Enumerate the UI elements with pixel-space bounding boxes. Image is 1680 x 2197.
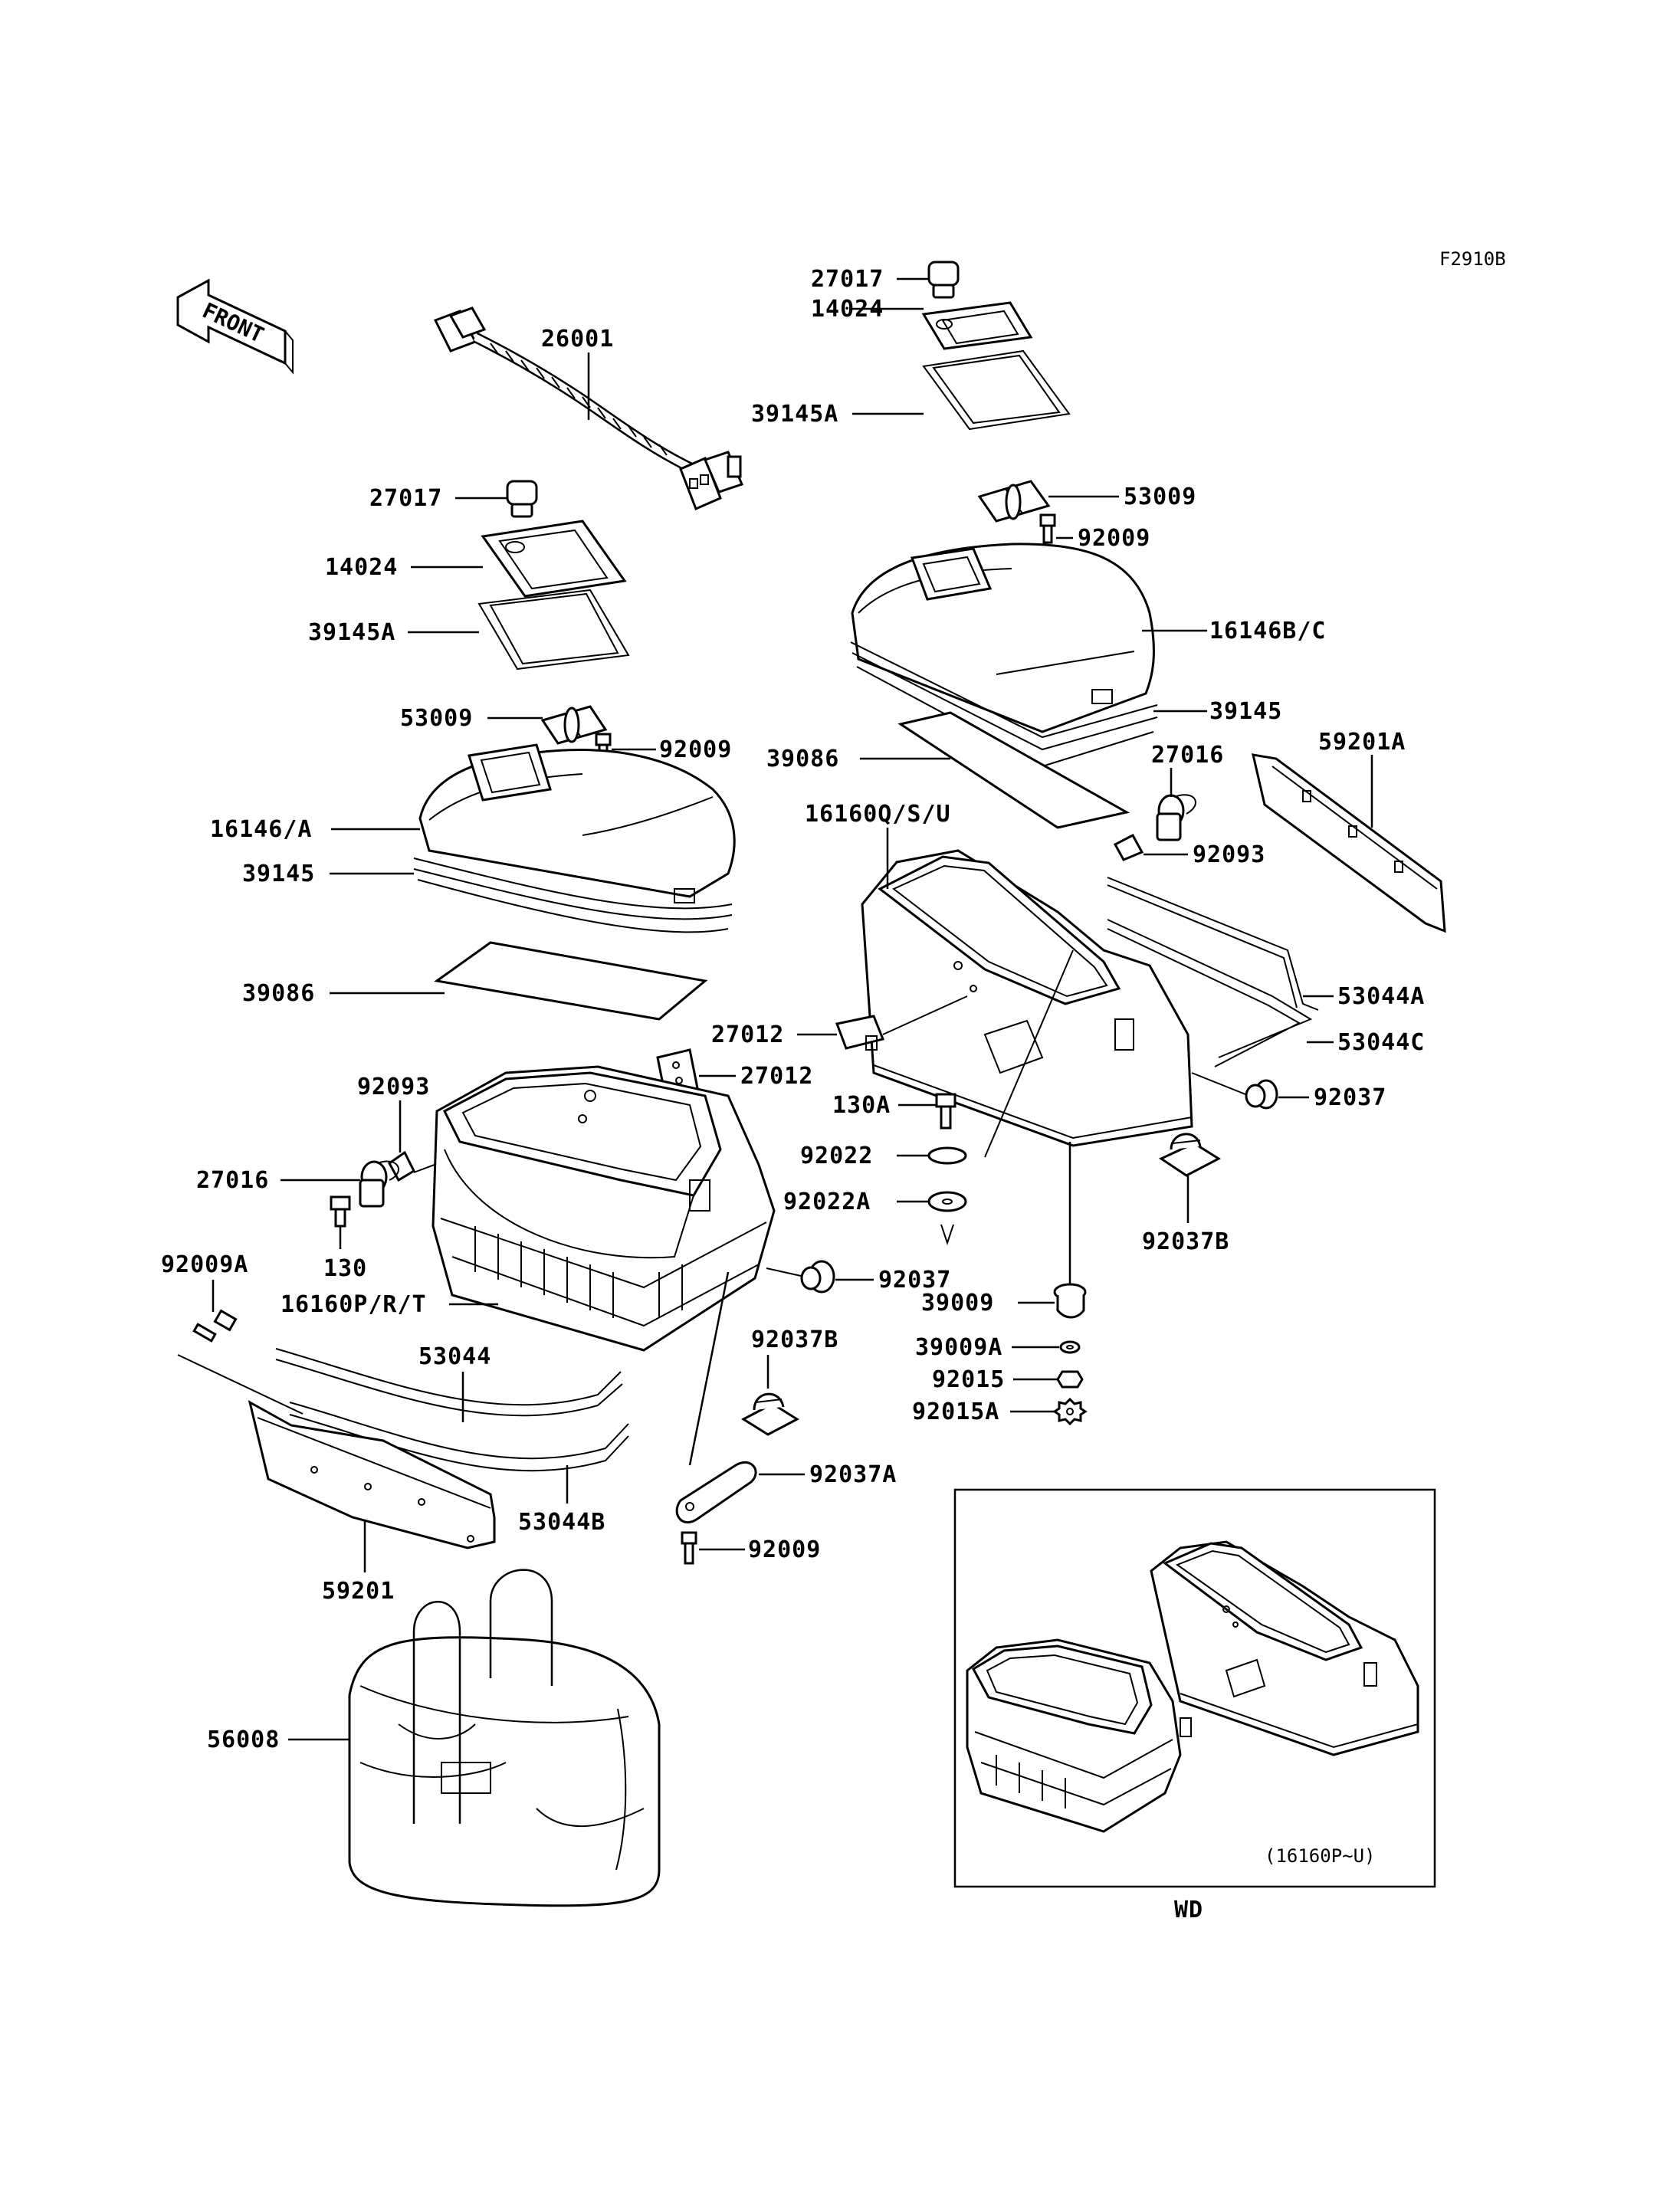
label-14024-left: 14024 (325, 554, 398, 581)
strip-53044 (275, 1348, 623, 1417)
label-92015A: 92015A (912, 1399, 999, 1425)
label-27017-left: 27017 (369, 485, 442, 512)
label-27012-mid: 27012 (711, 1021, 784, 1048)
label-27017-top: 27017 (811, 266, 884, 293)
label-14024-top: 14024 (811, 296, 884, 323)
label-92037A: 92037A (809, 1461, 897, 1488)
inset-caption: (16160P~U) (1265, 1845, 1376, 1867)
diagram-code: F2910B (1439, 248, 1506, 270)
lock-27016-right (1156, 794, 1196, 841)
nut-92015 (1056, 1370, 1084, 1389)
label-92093-left: 92093 (357, 1074, 430, 1100)
label-130A: 130A (832, 1092, 891, 1119)
pad-39086-right (897, 711, 1130, 829)
bracket-27012-mid (835, 1015, 885, 1051)
label-39145-right: 39145 (1209, 698, 1282, 725)
clip-92037B-right (1158, 1133, 1222, 1177)
bolt-130 (330, 1195, 351, 1228)
seal-39145-left (413, 857, 733, 933)
strap-92037A (675, 1461, 757, 1524)
lockwasher-92015A (1052, 1397, 1088, 1426)
label-92037B-right: 92037B (1142, 1228, 1229, 1255)
trim-59201A (1252, 753, 1446, 933)
trim-59201 (248, 1400, 496, 1549)
label-92022A: 92022A (783, 1189, 871, 1215)
label-27016-left: 27016 (196, 1167, 269, 1194)
bracket-92093-left (388, 1150, 415, 1182)
strip-53044B (289, 1402, 629, 1472)
label-16146A: 16146/A (210, 816, 312, 843)
label-130: 130 (323, 1255, 367, 1282)
label-39009A: 39009A (915, 1334, 1002, 1361)
clip-92037B-mid (740, 1392, 800, 1436)
wire-harness-26001 (433, 307, 744, 511)
label-53044B: 53044B (518, 1509, 605, 1536)
inset-saddlebag-right (1150, 1540, 1419, 1756)
label-39145A-top: 39145A (751, 401, 838, 428)
washer-92022 (927, 1146, 967, 1165)
label-39086-right: 39086 (766, 746, 839, 772)
gasket-39145A-left (477, 589, 630, 671)
label-27016-right: 27016 (1151, 742, 1224, 769)
washer-92022A (927, 1191, 967, 1246)
label-92037-right: 92037 (1314, 1084, 1386, 1111)
inset-panel: (16160P~U) (953, 1488, 1436, 1888)
grommet-92037-right (1245, 1079, 1278, 1110)
lock-27016-left (359, 1160, 399, 1208)
front-arrow-icon: FRONT (176, 278, 294, 375)
lid-16146A (418, 743, 736, 903)
label-92093-right: 92093 (1193, 841, 1265, 868)
label-16160PRT: 16160P/R/T (281, 1291, 427, 1318)
mount-39009 (1053, 1283, 1087, 1319)
inset-footer: WD (1174, 1897, 1203, 1923)
label-53044: 53044 (418, 1343, 491, 1370)
label-92009-bottom: 92009 (748, 1536, 821, 1563)
washer-39009A (1059, 1340, 1081, 1354)
label-26001: 26001 (541, 326, 614, 353)
strip-53044A (1107, 877, 1319, 1011)
strip-53044C (1107, 919, 1313, 1067)
label-39145A-left: 39145A (308, 619, 395, 646)
bolt-92009A (192, 1309, 238, 1343)
bolt-130A (935, 1093, 956, 1130)
saddlebag-16160PRT (431, 1065, 776, 1352)
label-92037B-mid: 92037B (751, 1326, 838, 1353)
label-16146BC: 16146B/C (1209, 618, 1327, 644)
grommet-92037-mid (800, 1260, 835, 1294)
label-59201A: 59201A (1318, 729, 1406, 756)
screw-92009-bottom (681, 1531, 697, 1565)
pad-39086-left (434, 941, 708, 1021)
cover-bag-56008 (348, 1569, 661, 1907)
label-53009-right: 53009 (1124, 484, 1196, 510)
lid-16146BC (851, 543, 1155, 733)
hinge-53009-right (977, 480, 1051, 523)
label-92037-mid: 92037 (878, 1267, 951, 1294)
knob-27017-top (927, 261, 960, 299)
label-92009-right: 92009 (1078, 525, 1150, 552)
cover-plate-14024-top (921, 301, 1033, 350)
label-39086-left: 39086 (242, 980, 315, 1007)
label-39009: 39009 (921, 1290, 994, 1317)
label-92009-left: 92009 (659, 736, 732, 763)
label-92009A: 92009A (161, 1251, 248, 1278)
knob-27017-left (506, 480, 538, 518)
gasket-39145A-top (922, 349, 1071, 431)
label-53044C: 53044C (1337, 1029, 1425, 1056)
cover-plate-14024-left (481, 520, 627, 598)
label-59201: 59201 (322, 1578, 395, 1605)
label-56008: 56008 (207, 1726, 280, 1753)
bracket-92093-right (1113, 833, 1144, 861)
label-92022: 92022 (800, 1143, 873, 1169)
label-53044A: 53044A (1337, 983, 1425, 1010)
label-92015: 92015 (932, 1366, 1005, 1393)
label-16160QSU: 16160Q/S/U (805, 801, 951, 828)
label-39145-left: 39145 (242, 861, 315, 887)
label-53009-left: 53009 (400, 705, 473, 732)
saddlebag-16160QSU (861, 849, 1193, 1147)
label-27012-left: 27012 (740, 1063, 813, 1090)
hinge-53009-left (540, 705, 608, 745)
screw-92009-right (1039, 513, 1056, 544)
inset-saddlebag-left (966, 1638, 1192, 1833)
